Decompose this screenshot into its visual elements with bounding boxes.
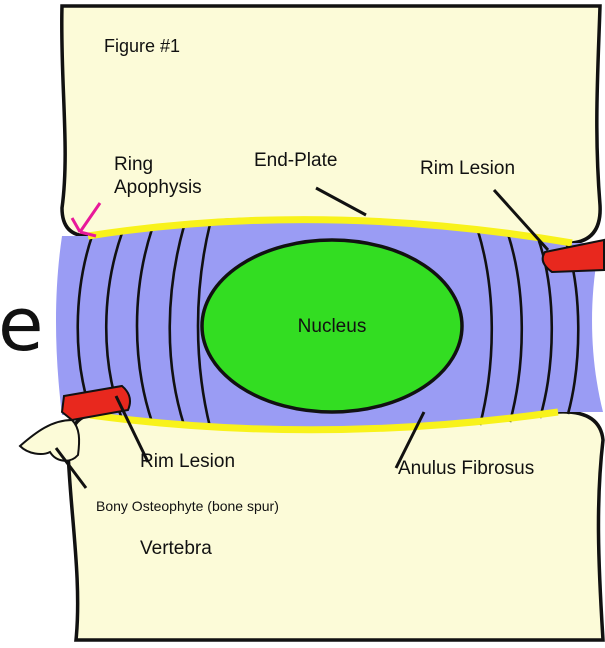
label-end-plate: End-Plate [254,150,337,171]
partial-letter-e: e [0,282,44,368]
lower-vertebra [68,412,603,640]
label-bony-osteophyte: Bony Osteophyte (bone spur) [96,498,279,514]
bony-osteophyte [20,420,79,461]
label-vertebra: Vertebra [140,538,212,559]
label-anulus-fibrosus: Anulus Fibrosus [398,458,534,479]
label-rim-lesion-bottom: Rim Lesion [140,451,235,472]
label-apophysis: Apophysis [114,177,202,198]
label-ring: Ring [114,154,153,175]
figure-label: Figure #1 [104,36,180,56]
label-rim-lesion-top: Rim Lesion [420,158,515,179]
label-nucleus: Nucleus [298,316,367,337]
